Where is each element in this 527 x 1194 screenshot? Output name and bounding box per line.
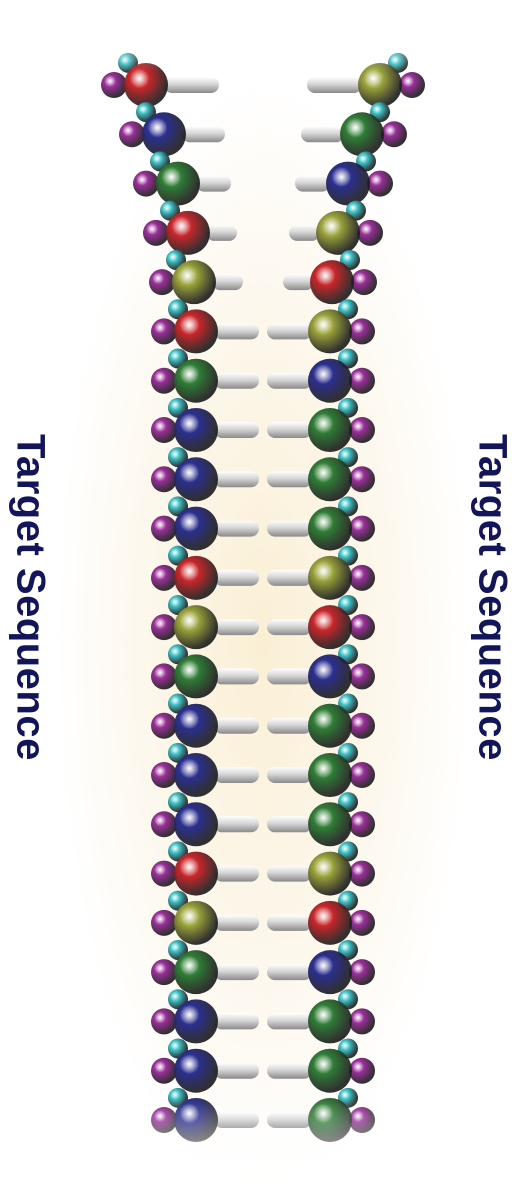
target-sequence-label-left: Target Sequence (8, 434, 53, 761)
target-sequence-label-right: Target Sequence (470, 434, 515, 761)
right-side-label: Target Sequence (462, 0, 522, 1194)
left-side-label: Target Sequence (0, 0, 60, 1194)
